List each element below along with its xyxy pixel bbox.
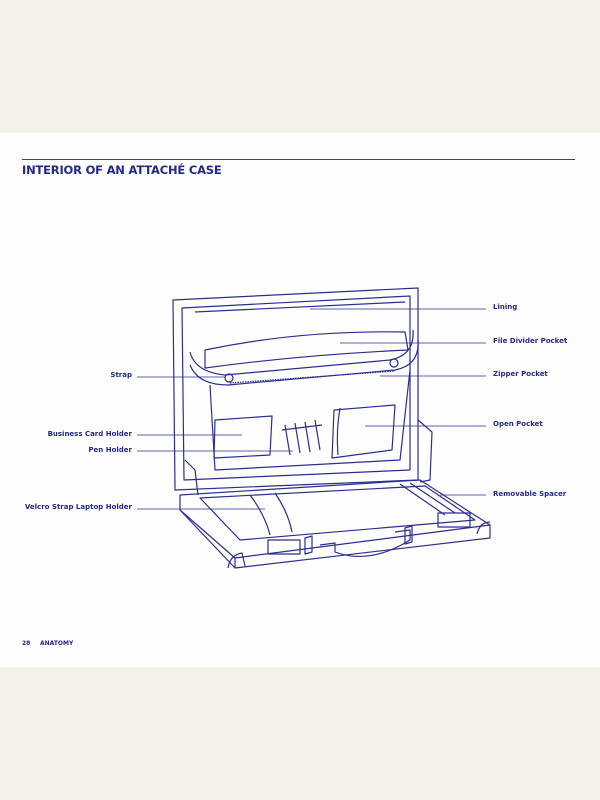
book-page: INTERIOR OF AN ATTACHÉ CASE <box>0 133 600 667</box>
label-business-card-holder: Business Card Holder <box>47 430 132 438</box>
label-lining: Lining <box>493 303 518 311</box>
page-number: 28 <box>22 640 31 647</box>
label-velcro-strap-laptop-holder: Velcro Strap Laptop Holder <box>24 503 132 511</box>
label-zipper-pocket: Zipper Pocket <box>493 370 548 378</box>
label-open-pocket: Open Pocket <box>493 420 543 428</box>
label-file-divider-pocket: File Divider Pocket <box>493 337 568 345</box>
label-strap: Strap <box>110 371 132 379</box>
leader-lines <box>137 308 486 510</box>
label-pen-holder: Pen Holder <box>88 446 132 454</box>
page-title: INTERIOR OF AN ATTACHÉ CASE <box>22 163 222 177</box>
attache-case-illustration <box>137 287 491 569</box>
label-removable-spacer: Removable Spacer <box>493 490 567 498</box>
section-name: ANATOMY <box>40 640 74 647</box>
header-rule <box>22 159 575 160</box>
